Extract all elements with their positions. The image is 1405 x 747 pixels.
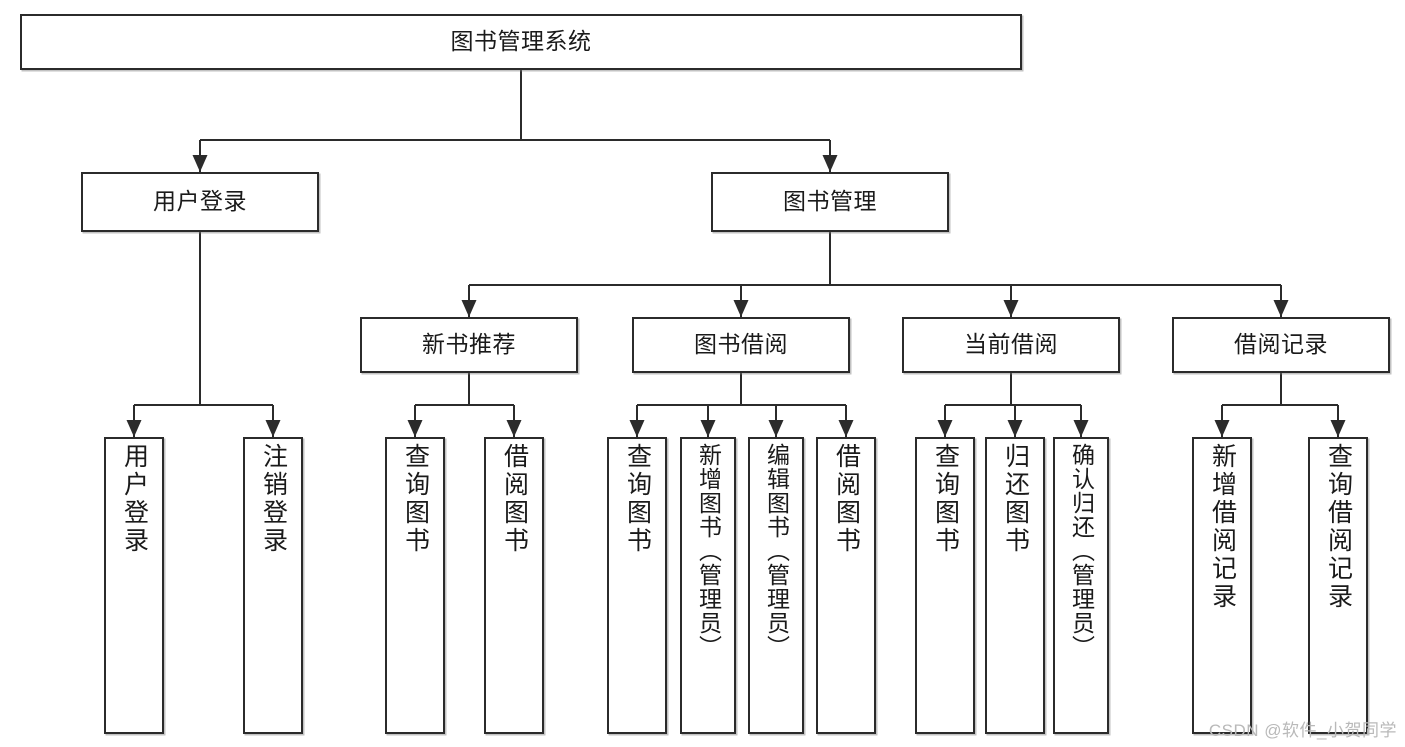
leaf-node-leaf-add-book[interactable]: 新增图书（管理员） (680, 437, 736, 734)
leaf-node-leaf-borrow-book[interactable]: 借阅图书 (816, 437, 876, 734)
node-label: 查询图书 (931, 443, 960, 555)
level2-node-book-borrow[interactable]: 图书借阅 (632, 317, 850, 373)
watermark-text: CSDN @软件_小贺同学 (1208, 721, 1397, 740)
node-label: 用户登录 (120, 443, 149, 555)
node-label: 用户登录 (153, 188, 247, 215)
leaf-node-leaf-user-login[interactable]: 用户登录 (104, 437, 164, 734)
level2-node-new-book-recommend[interactable]: 新书推荐 (360, 317, 578, 373)
leaf-node-leaf-confirm-return[interactable]: 确认归还（管理员） (1053, 437, 1109, 734)
node-label: 图书管理 (783, 188, 877, 215)
node-label: 借阅记录 (1234, 331, 1328, 358)
node-label: 图书借阅 (694, 331, 788, 358)
leaf-node-leaf-logout[interactable]: 注销登录 (243, 437, 303, 734)
node-label: 借阅图书 (832, 443, 861, 555)
node-label: 归还图书 (1001, 443, 1030, 555)
leaf-node-leaf-edit-book[interactable]: 编辑图书（管理员） (748, 437, 804, 734)
leaf-node-leaf-query-book-rec[interactable]: 查询图书 (385, 437, 445, 734)
leaf-node-leaf-query-book-current[interactable]: 查询图书 (915, 437, 975, 734)
root-node-root[interactable]: 图书管理系统 (20, 14, 1022, 70)
node-label: 注销登录 (259, 443, 288, 555)
node-label: 新增图书（管理员） (695, 443, 722, 659)
level2-node-current-borrow[interactable]: 当前借阅 (902, 317, 1120, 373)
node-label: 图书管理系统 (450, 28, 592, 55)
leaf-node-leaf-query-record[interactable]: 查询借阅记录 (1308, 437, 1368, 734)
leaf-node-leaf-add-record[interactable]: 新增借阅记录 (1192, 437, 1252, 734)
node-label: 编辑图书（管理员） (763, 443, 790, 659)
node-label: 确认归还（管理员） (1068, 443, 1095, 659)
node-label: 借阅图书 (500, 443, 529, 555)
level1-node-user-login[interactable]: 用户登录 (81, 172, 319, 232)
leaf-node-leaf-borrow-book-rec[interactable]: 借阅图书 (484, 437, 544, 734)
node-label: 新增借阅记录 (1208, 443, 1237, 611)
node-label: 新书推荐 (422, 331, 516, 358)
node-label: 查询借阅记录 (1324, 443, 1353, 611)
level2-node-borrow-record[interactable]: 借阅记录 (1172, 317, 1390, 373)
level1-node-book-manage[interactable]: 图书管理 (711, 172, 949, 232)
node-label: 查询图书 (401, 443, 430, 555)
leaf-node-leaf-return-book[interactable]: 归还图书 (985, 437, 1045, 734)
leaf-node-leaf-query-book-borrow[interactable]: 查询图书 (607, 437, 667, 734)
node-label: 当前借阅 (964, 331, 1058, 358)
node-label: 查询图书 (623, 443, 652, 555)
